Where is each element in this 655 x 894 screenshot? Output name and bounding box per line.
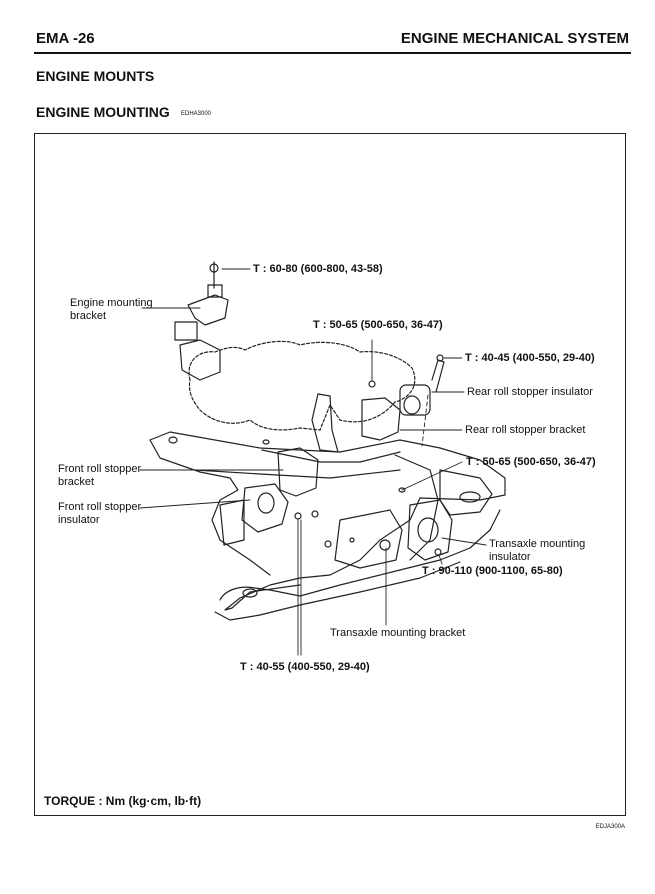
torque-label-bottom: T : 40-55 (400-550, 29-40) — [240, 661, 370, 673]
leader-lines — [139, 268, 487, 656]
label-rear-roll-stopper-insulator: Rear roll stopper insulator — [467, 386, 593, 398]
torque-label-transaxle: T : 90-110 (900-1100, 65-80) — [422, 565, 563, 577]
torque-label-rear: T : 40-45 (400-550, 29-40) — [465, 352, 595, 364]
subsection-code: EDHA3000 — [181, 111, 212, 117]
label-transaxle-mounting-bracket: Transaxle mounting bracket — [330, 627, 466, 639]
label-transaxle-mounting-insulator: Transaxle mounting insulator — [489, 538, 586, 563]
engine-block-outline — [188, 340, 416, 431]
torque-label-center: T : 50-65 (500-650, 36-47) — [313, 319, 443, 331]
page-section-title: ENGINE MECHANICAL SYSTEM — [400, 30, 629, 47]
figure-code: EDJA300A — [595, 824, 625, 830]
front-roll-stopper-icon — [219, 447, 319, 546]
rear-roll-stopper-insulator-icon — [399, 354, 445, 416]
rear-roll-stopper-bracket-icon — [311, 380, 401, 453]
label-front-roll-stopper-insulator: Front roll stopper insulator — [58, 501, 142, 526]
section-title: ENGINE MOUNTS — [36, 68, 155, 84]
label-rear-roll-stopper-bracket: Rear roll stopper bracket — [465, 424, 586, 436]
subsection-title: ENGINE MOUNTING — [36, 104, 170, 120]
torque-label-right: T : 50-65 (500-650, 36-47) — [466, 456, 596, 468]
header-divider — [34, 52, 631, 54]
torque-units-note: TORQUE : Nm (kg·cm, lb·ft) — [44, 794, 202, 808]
label-engine-mounting-bracket: Engine mounting bracket — [70, 297, 153, 322]
label-front-roll-stopper-bracket: Front roll stopper bracket — [58, 463, 142, 488]
page-code: EMA -26 — [36, 30, 95, 47]
torque-label-top: T : 60-80 (600-800, 43-58) — [253, 263, 383, 275]
subframe — [149, 431, 506, 621]
figure-frame — [34, 133, 626, 816]
transaxle-mounting-icon — [324, 499, 453, 569]
engine-mounting-bracket-icon — [174, 261, 229, 381]
